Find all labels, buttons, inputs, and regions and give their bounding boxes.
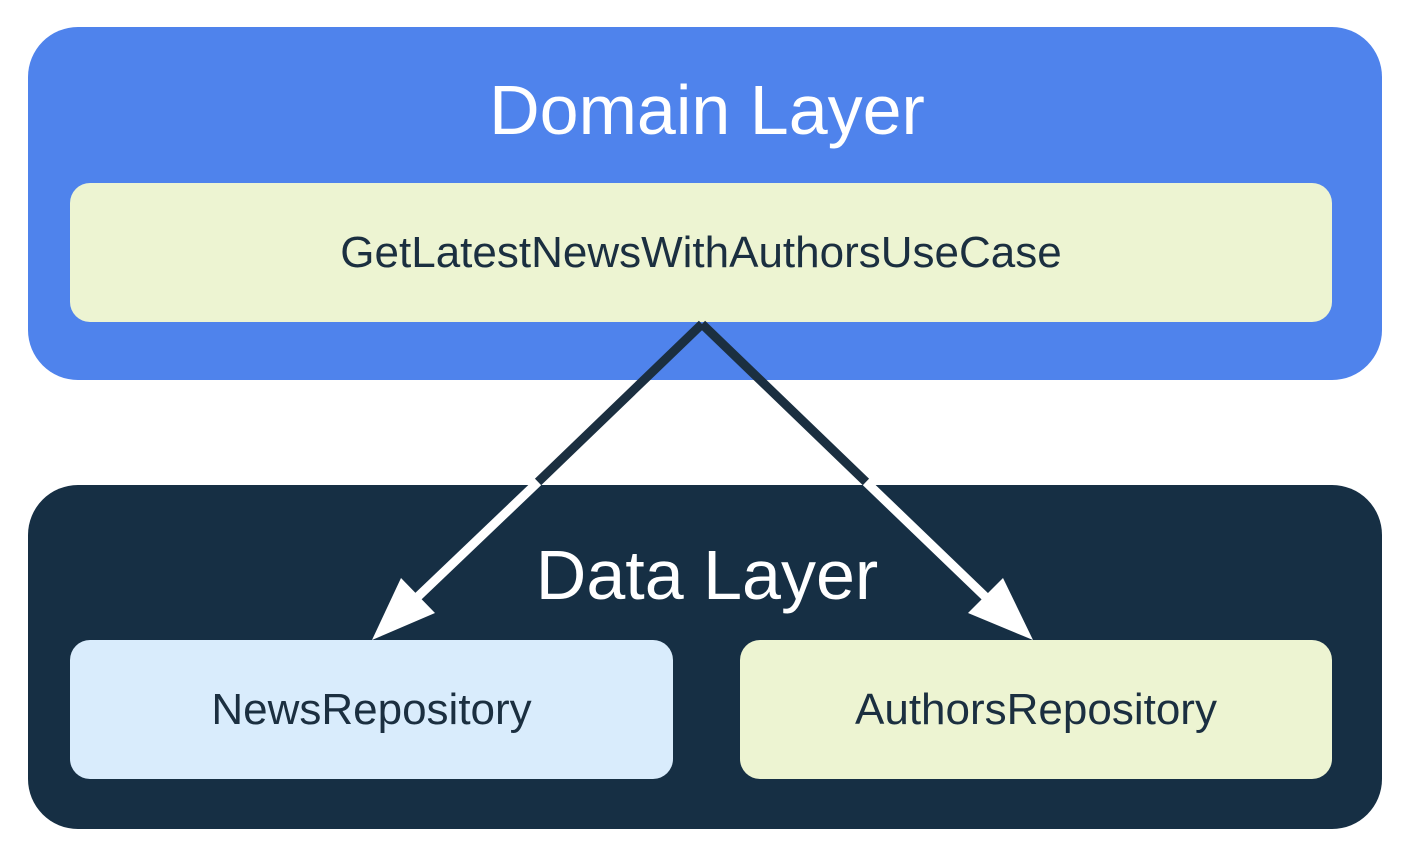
- domain-layer-title: Domain Layer: [489, 71, 925, 149]
- authors-repository-box: AuthorsRepository: [740, 640, 1332, 779]
- get-latest-news-with-authors-use-case-box: GetLatestNewsWithAuthorsUseCase: [70, 183, 1332, 322]
- data-layer-title: Data Layer: [535, 536, 879, 614]
- news-repository-box: NewsRepository: [70, 640, 673, 779]
